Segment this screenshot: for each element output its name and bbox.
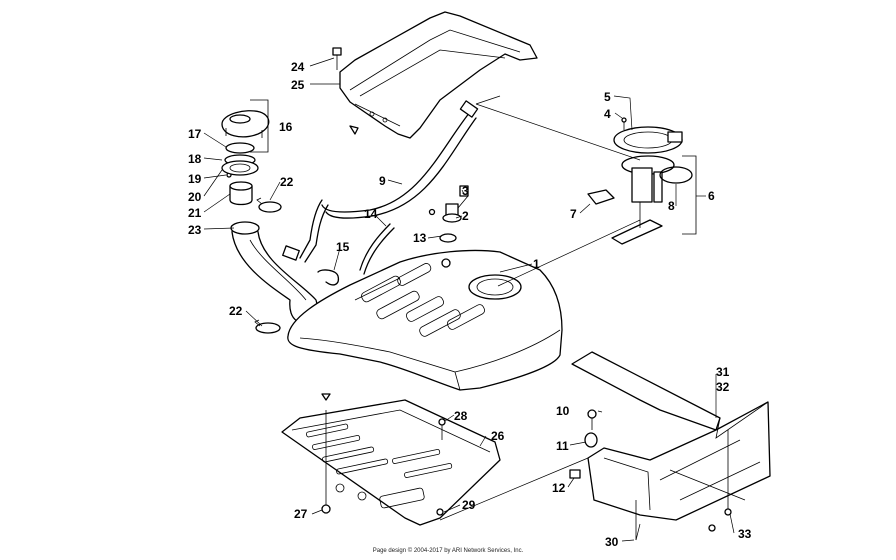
callout-16: 16	[279, 120, 293, 134]
callout-32: 32	[716, 380, 730, 394]
group-bracket-16	[250, 99, 269, 153]
part-27-bolt	[321, 393, 331, 514]
callout-21: 21	[188, 206, 202, 220]
part-16-fuel-cap	[221, 110, 270, 138]
callout-27: 27	[294, 507, 308, 521]
part-14-hose	[359, 223, 395, 275]
callout-18: 18	[188, 152, 202, 166]
part-26-skid-plate	[281, 399, 501, 526]
part-3-valve	[445, 185, 469, 217]
callout-29: 29	[462, 498, 476, 512]
callout-5: 5	[604, 90, 611, 104]
part-17-seal	[225, 142, 255, 154]
part-8-gasket	[659, 166, 693, 184]
callout-30: 30	[605, 535, 619, 549]
part-9-hose	[282, 100, 479, 263]
part-20-filler-neck	[221, 160, 259, 176]
callout-9: 9	[379, 174, 386, 188]
callout-31: 31	[716, 365, 730, 379]
callout-17: 17	[188, 127, 202, 141]
callout-20: 20	[188, 190, 202, 204]
guide-line	[475, 103, 641, 161]
callout-8: 8	[668, 199, 675, 213]
callout-23: 23	[188, 223, 202, 237]
callout-24: 24	[291, 60, 305, 74]
part-15-line	[317, 269, 340, 286]
part-31-heat-shield	[571, 351, 771, 521]
callout-12: 12	[552, 481, 566, 495]
part-28-bolt	[438, 418, 446, 440]
callout-22-lower: 22	[229, 304, 243, 318]
part-11-grommet	[584, 432, 598, 448]
callout-13: 13	[413, 231, 427, 245]
callout-1: 1	[533, 257, 540, 271]
part-13-grommet	[428, 208, 457, 243]
part-24-bolt	[332, 47, 342, 70]
part-5-retaining-ring	[613, 126, 683, 154]
callout-2: 2	[462, 209, 469, 223]
part-7-bracket	[587, 189, 615, 205]
guide-line	[497, 219, 641, 287]
guide-line	[635, 523, 641, 541]
group-bracket-6	[682, 155, 697, 235]
callout-10: 10	[556, 404, 570, 418]
callout-26: 26	[491, 429, 505, 443]
part-23-filler-hose	[230, 221, 321, 324]
part-25-frame	[339, 11, 538, 139]
callout-19: 19	[188, 172, 202, 186]
guide-line	[475, 95, 501, 105]
guide-line	[439, 457, 589, 521]
small-clip	[349, 125, 359, 135]
callout-6: 6	[708, 189, 715, 203]
part-10-screw	[587, 409, 597, 430]
callout-22-upper: 22	[280, 175, 294, 189]
callout-15: 15	[336, 240, 350, 254]
part-6-fuel-pump	[611, 131, 683, 245]
callout-33: 33	[738, 527, 752, 541]
callout-28: 28	[454, 409, 468, 423]
part-2-grommet	[442, 213, 462, 223]
callout-25: 25	[291, 78, 305, 92]
part-29-nut	[436, 508, 444, 516]
callout-3: 3	[462, 184, 469, 198]
part-21-adapter	[229, 181, 253, 206]
part-4-screw	[621, 117, 627, 130]
callout-14: 14	[364, 207, 378, 221]
leader-lines	[203, 57, 735, 542]
part-1-fuel-tank	[287, 249, 563, 391]
callout-7: 7	[570, 207, 577, 221]
part-22-clamp-upper	[256, 197, 282, 213]
callout-11: 11	[556, 439, 569, 453]
part-12-clip	[569, 469, 581, 479]
part-33-bolt	[708, 430, 732, 532]
callout-4: 4	[604, 107, 611, 121]
copyright-footer: Page design © 2004-2017 by ARI Network S…	[372, 548, 524, 554]
part-22-clamp-lower	[254, 319, 281, 334]
